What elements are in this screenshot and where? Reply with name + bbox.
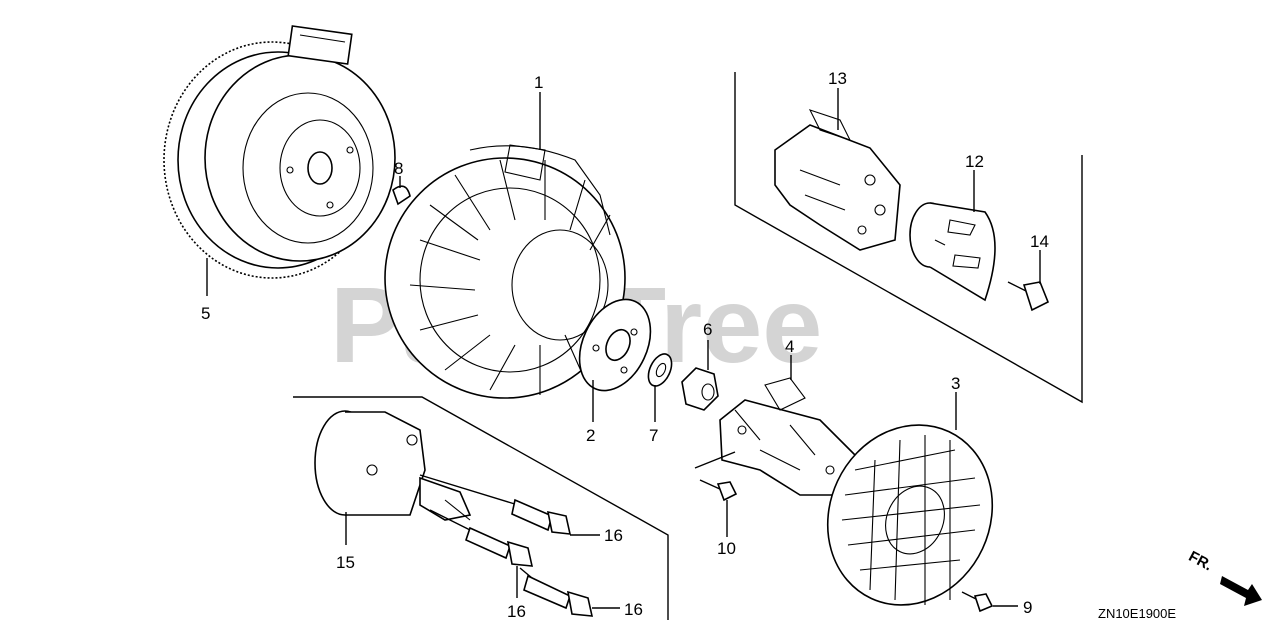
callout-2: 2	[586, 426, 595, 445]
group-bracket-lower-left	[293, 396, 669, 620]
callout-14: 14	[1030, 232, 1049, 251]
callout-7: 7	[649, 426, 658, 445]
part-bolt-long-3	[519, 567, 594, 617]
part-flange-bolt	[1007, 281, 1050, 312]
callout-15: 15	[336, 553, 355, 572]
part-flywheel	[163, 25, 396, 279]
callout-13: 13	[828, 69, 847, 88]
part-lock-washer	[647, 353, 673, 387]
part-bolt-long-1	[419, 474, 572, 535]
callout-3: 3	[951, 374, 960, 393]
callout-4: 4	[785, 337, 794, 356]
callout-9: 9	[1023, 598, 1032, 617]
leader-lines	[206, 88, 1041, 609]
part-cooling-fan	[384, 144, 626, 399]
part-pawl-housing	[774, 109, 901, 251]
part-bolt-long-2	[429, 509, 534, 567]
part-rotating-screen	[826, 424, 994, 606]
callout-8: 8	[394, 159, 403, 178]
part-starter-clutch	[314, 410, 472, 521]
part-ratchet-cup	[909, 202, 996, 302]
part-woodruff-key	[392, 185, 411, 206]
callout-10: 10	[717, 539, 736, 558]
part-washer-plate	[578, 298, 652, 392]
direction-label: FR.	[1186, 548, 1215, 574]
callout-16-c: 16	[624, 600, 643, 619]
callout-1: 1	[534, 73, 543, 92]
front-direction-arrow: FR.	[1186, 548, 1262, 606]
callout-6: 6	[703, 320, 712, 339]
callout-16-a: 16	[604, 526, 623, 545]
callout-16-b: 16	[507, 602, 526, 621]
part-flange-nut	[681, 367, 719, 411]
drawing-code: ZN10E1900E	[1098, 606, 1176, 621]
part-starter-pulley	[719, 377, 856, 496]
group-bracket-upper-right	[734, 72, 1083, 404]
part-screw	[961, 591, 994, 613]
callout-5: 5	[201, 304, 210, 323]
part-bolt-small	[694, 451, 738, 502]
callout-12: 12	[965, 152, 984, 171]
